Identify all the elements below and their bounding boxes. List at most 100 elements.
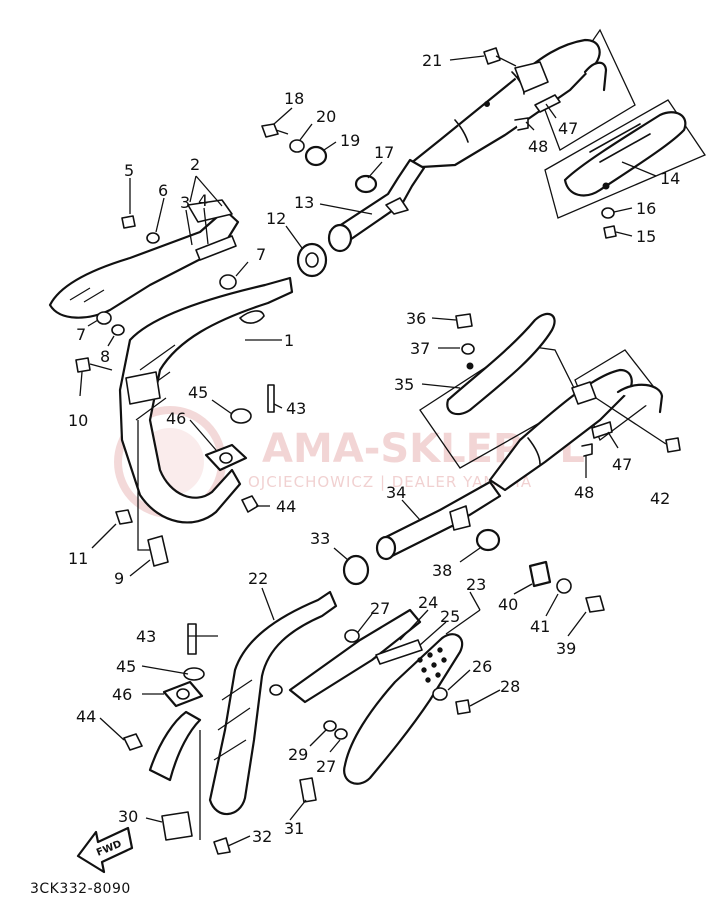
callout-15: 15 — [636, 227, 656, 246]
gasket-45-upper — [230, 408, 252, 424]
leader-24 — [399, 609, 429, 641]
grommet-7-left — [96, 311, 112, 325]
lower-protector-hole — [466, 362, 474, 370]
lower-muffler-seam — [527, 437, 541, 465]
leader-2b — [195, 175, 223, 207]
callout-34: 34 — [386, 483, 406, 502]
bolt-10-shank — [89, 363, 113, 371]
gasket-33 — [342, 554, 370, 586]
exhaust-pipe-22 — [208, 590, 338, 816]
leader-10 — [79, 371, 83, 397]
bolt-28 — [455, 699, 471, 715]
upper-heat-protector-ribs — [589, 123, 651, 163]
leader-16 — [613, 207, 633, 213]
leader-45b — [141, 665, 189, 675]
leader-15 — [615, 231, 633, 237]
leader-13 — [319, 203, 373, 215]
callout-25: 25 — [440, 607, 460, 626]
exhaust-pipe-22-hatch — [213, 679, 253, 761]
gasket-45-lower — [183, 667, 205, 681]
leader-31 — [289, 799, 307, 821]
lower-heat-protector-23 — [343, 633, 464, 785]
callout-33: 33 — [310, 529, 330, 548]
leader-17 — [367, 161, 383, 179]
callout-45b: 45 — [116, 657, 136, 676]
callout-7b: 7 — [76, 325, 86, 344]
grommet-27-lower — [334, 728, 348, 740]
callout-39: 39 — [556, 639, 576, 658]
grommet-38 — [475, 528, 501, 552]
lower-link-pipe-inlet — [375, 535, 397, 561]
callout-4: 4 — [198, 191, 208, 210]
screw-36 — [455, 313, 473, 329]
leader-25 — [419, 621, 447, 646]
bolt-10 — [75, 357, 91, 373]
leader-27a — [357, 613, 373, 633]
callout-22: 22 — [248, 569, 268, 588]
bolt-42-line — [595, 397, 667, 445]
exhaust-pipe-1 — [118, 276, 294, 524]
grommet-26 — [432, 687, 448, 701]
leader-46a — [189, 419, 217, 451]
upper-muffler-bracket — [514, 61, 549, 93]
leader-40 — [513, 583, 533, 595]
callout-36: 36 — [406, 309, 426, 328]
callout-32: 32 — [252, 827, 272, 846]
bracket-9-guide — [137, 420, 150, 551]
washer-20 — [289, 139, 305, 153]
bolt-39 — [585, 595, 605, 613]
callout-19: 19 — [340, 131, 360, 150]
callout-28: 28 — [500, 677, 520, 696]
washer-37 — [461, 343, 475, 355]
bracket-9 — [147, 535, 169, 567]
nut-44-upper — [241, 495, 259, 513]
nut-32 — [213, 837, 231, 855]
fwd-arrow: FWD — [76, 826, 134, 874]
leader-7b — [87, 319, 99, 327]
leader-6 — [155, 197, 165, 233]
leader-28 — [469, 689, 501, 707]
callout-6: 6 — [158, 181, 168, 200]
leader-9 — [129, 559, 151, 577]
callout-44a: 44 — [276, 497, 296, 516]
leader-29 — [309, 729, 327, 747]
exhaust-pipe-1-bracket — [125, 371, 161, 405]
callout-9: 9 — [114, 569, 124, 588]
callout-10: 10 — [68, 411, 88, 430]
leader-30 — [145, 817, 163, 823]
perforation — [427, 652, 433, 658]
callout-46a: 46 — [166, 409, 186, 428]
callout-27b: 27 — [316, 757, 336, 776]
bracket-30 — [161, 811, 193, 841]
callout-16: 16 — [636, 199, 656, 218]
clip-48-upper — [514, 117, 529, 131]
protector-strip-25 — [375, 639, 423, 665]
callout-8: 8 — [100, 347, 110, 366]
callout-2: 2 — [190, 155, 200, 174]
perforation — [437, 647, 443, 653]
washer-41 — [556, 578, 572, 594]
upper-protector-hole — [602, 182, 610, 190]
upper-heat-protector — [563, 111, 687, 197]
upper-protector-hatch — [69, 287, 105, 303]
leader-36 — [431, 317, 457, 321]
leader-14 — [621, 161, 657, 177]
leader-18 — [273, 107, 293, 125]
leader-lines — [79, 55, 657, 847]
callout-14: 14 — [660, 169, 680, 188]
screw-5 — [121, 215, 136, 229]
drawing-code: 3CK332-8090 — [30, 881, 131, 897]
leader-12 — [285, 225, 303, 249]
watermark-subtitle: OJCIECHOWICZ | DEALER YAMAHA — [248, 473, 532, 491]
upper-muffler-assembly — [261, 28, 706, 278]
callout-47b: 47 — [612, 455, 632, 474]
gasket-12-hole — [305, 252, 319, 268]
bolt-21-shank — [495, 55, 517, 67]
spacer-47-upper — [534, 94, 561, 113]
exhaust-pipe-1-port — [239, 310, 265, 324]
leader-44b — [99, 717, 125, 741]
callout-44b: 44 — [76, 707, 96, 726]
leader-20 — [299, 123, 313, 141]
